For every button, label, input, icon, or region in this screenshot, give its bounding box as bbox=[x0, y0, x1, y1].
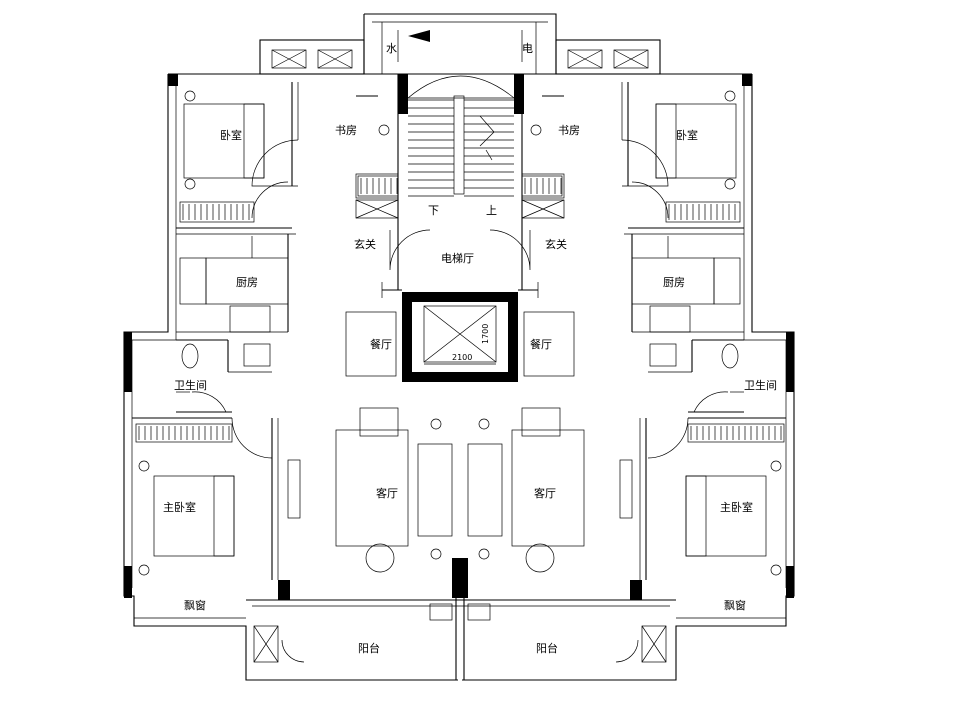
label-balcony-right: 阳台 bbox=[536, 641, 558, 655]
label-foyer-left: 玄关 bbox=[354, 237, 376, 251]
label-dining-left: 餐厅 bbox=[370, 337, 392, 351]
label-kitchen-right: 厨房 bbox=[663, 276, 685, 289]
furniture bbox=[138, 49, 782, 663]
label-bay-right: 飘窗 bbox=[724, 598, 746, 612]
label-balcony-left: 阳台 bbox=[358, 641, 380, 655]
label-bathroom-left: 卫生间 bbox=[174, 378, 207, 392]
elevator-width-dim: 2100 bbox=[452, 353, 472, 362]
label-bedroom-right: 卧室 bbox=[676, 128, 698, 142]
label-dining-right: 餐厅 bbox=[530, 337, 552, 351]
label-master-left: 主卧室 bbox=[163, 500, 196, 514]
wardrobe-hatching bbox=[135, 175, 785, 443]
elevator-shaft bbox=[423, 305, 497, 365]
label-study-left: 书房 bbox=[335, 124, 357, 137]
label-study-right: 书房 bbox=[558, 124, 580, 137]
label-foyer-right: 玄关 bbox=[545, 237, 567, 251]
room-labels: 水 电 书房 书房 卧室 卧室 下 上 玄关 玄关 电梯厅 厨房 厨房 餐厅 餐… bbox=[163, 42, 777, 655]
interior-walls-right bbox=[521, 82, 786, 580]
label-water: 水 bbox=[386, 42, 397, 55]
label-elevator-hall: 电梯厅 bbox=[441, 252, 474, 265]
label-electric: 电 bbox=[522, 42, 533, 55]
interior-walls-left bbox=[132, 82, 399, 580]
door-swings bbox=[191, 139, 729, 663]
label-bay-left: 飘窗 bbox=[184, 598, 206, 612]
structural-columns bbox=[124, 74, 794, 600]
label-bedroom-left: 卧室 bbox=[220, 128, 242, 142]
label-kitchen-left: 厨房 bbox=[236, 276, 258, 289]
label-bathroom-right: 卫生间 bbox=[744, 378, 777, 392]
label-stair-down: 下 bbox=[428, 204, 439, 217]
label-stair-up: 上 bbox=[486, 204, 497, 217]
elevator-depth-dim: 1700 bbox=[481, 324, 490, 344]
stair-treads bbox=[408, 99, 514, 197]
label-master-right: 主卧室 bbox=[720, 500, 753, 514]
label-living-right: 客厅 bbox=[534, 486, 556, 500]
label-living-left: 客厅 bbox=[376, 486, 398, 500]
